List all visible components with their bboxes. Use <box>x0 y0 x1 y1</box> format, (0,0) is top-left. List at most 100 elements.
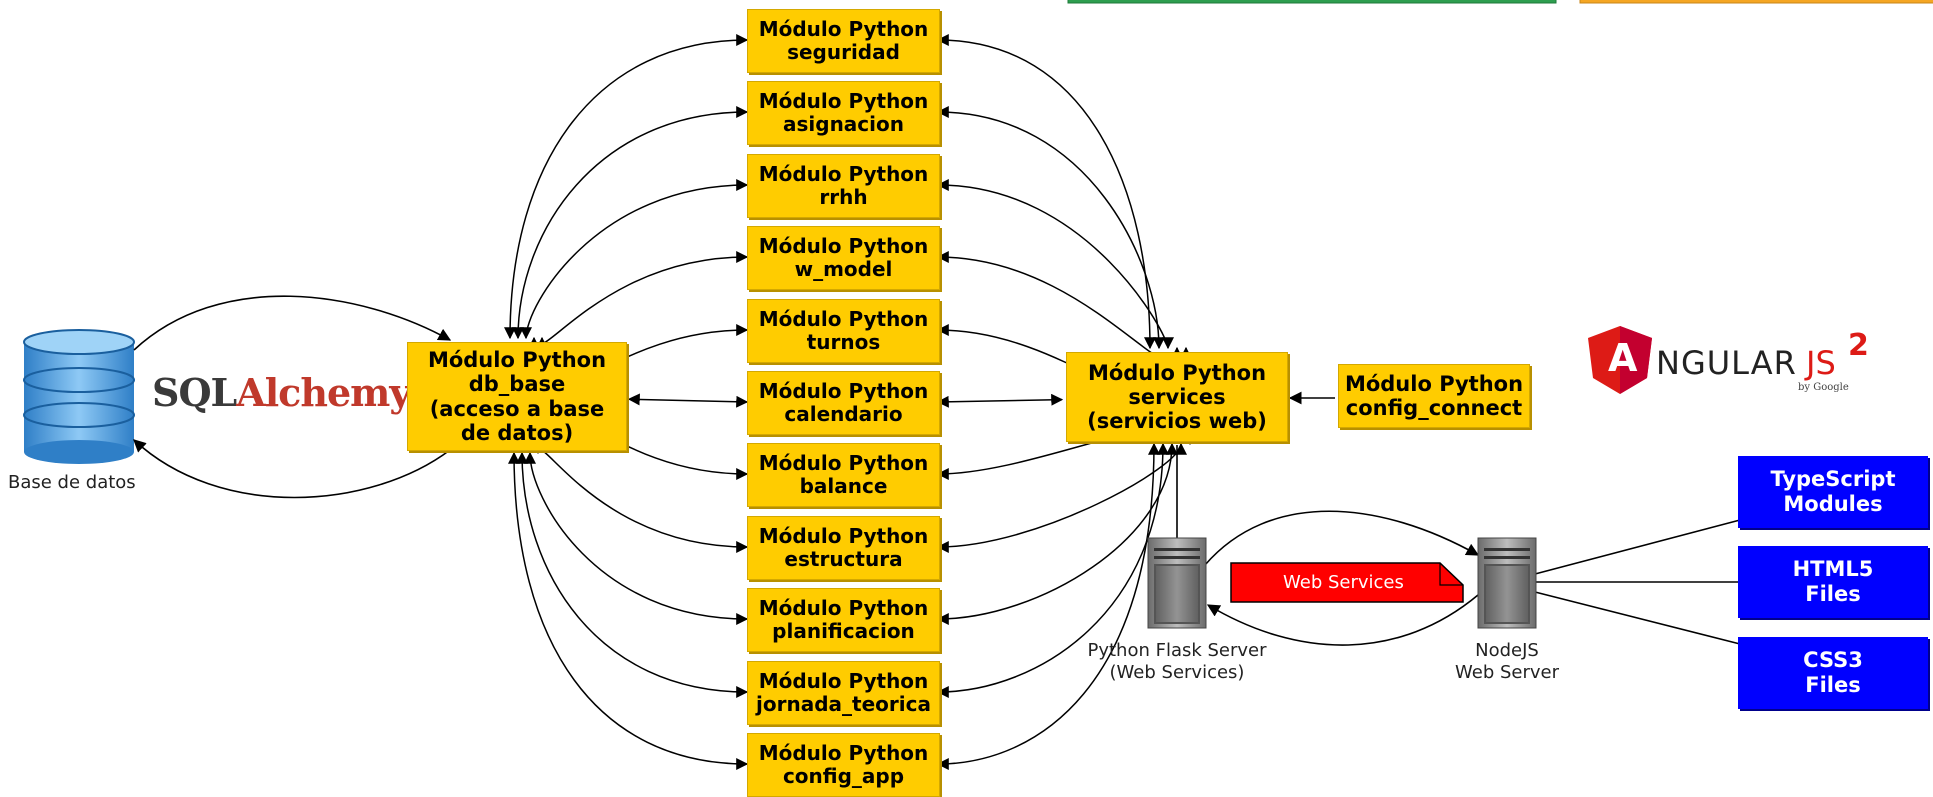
module-title: Módulo Python <box>758 17 929 41</box>
bidirectional-arrow <box>936 179 1174 350</box>
sqlalchemy-logo-part1: SQL <box>152 370 237 415</box>
bidirectional-arrow <box>627 393 749 408</box>
bidirectional-arrow <box>936 34 1156 350</box>
module-name: config_connect <box>1345 396 1523 420</box>
bidirectional-arrow <box>516 451 749 698</box>
frontend-file-kind: Files <box>1805 673 1861 697</box>
angular-shield-icon <box>1588 326 1652 394</box>
frontend-file-kind: Files <box>1805 582 1861 606</box>
flask-server-label-line1: Python Flask Server <box>1087 640 1267 661</box>
nodejs-server-label: NodeJS Web Server <box>1407 640 1607 683</box>
db-to-dbbase-arrow <box>133 295 452 351</box>
flask-server-label: Python Flask Server (Web Services) <box>1077 640 1277 683</box>
bidirectional-arrow <box>936 442 1178 625</box>
module-subtitle: (acceso a base <box>429 396 605 421</box>
dbbase-to-db-arrow <box>133 439 451 499</box>
module-title: Módulo Python <box>758 234 929 258</box>
module-title: Módulo Python <box>758 596 929 620</box>
nodejs-server-label-line1: NodeJS <box>1475 640 1539 661</box>
angular-logo-a: A <box>1608 336 1638 380</box>
module-title: Módulo Python <box>1344 371 1524 396</box>
module-config-connect: Módulo Python config_connect <box>1338 364 1530 428</box>
node-to-css3-line <box>1534 591 1741 645</box>
node-to-typescript-line <box>1534 519 1741 575</box>
sqlalchemy-logo: SQLAlchemy <box>152 370 411 415</box>
node-to-flask-arrow <box>1206 594 1479 646</box>
module-title: Módulo Python <box>758 451 929 475</box>
module-title: Módulo Python <box>427 348 607 373</box>
module-name: config_app <box>782 764 905 788</box>
module-name: calendario <box>784 402 903 426</box>
module-subtitle-2: de datos) <box>460 420 574 445</box>
flask-server-icon <box>1147 537 1207 629</box>
module-name: db_base <box>468 372 566 397</box>
module-name: balance <box>799 474 888 498</box>
bidirectional-arrow <box>512 106 749 340</box>
top-bar-orange <box>1579 0 1933 4</box>
module-title: Módulo Python <box>758 524 929 548</box>
module-title: Módulo Python <box>758 741 929 765</box>
bidirectional-arrow <box>508 451 749 770</box>
sqlalchemy-logo-part2: Alchemy <box>236 370 411 415</box>
module-title: Módulo Python <box>758 379 929 403</box>
module-name: turnos <box>806 330 881 354</box>
module-name: w_model <box>794 257 893 281</box>
frontend-file-kind: Modules <box>1783 492 1883 516</box>
frontend-file-title: CSS3 <box>1803 647 1863 672</box>
bidirectional-arrow <box>532 442 749 553</box>
module-subtitle: (servicios web) <box>1087 409 1267 434</box>
module-name: asignacion <box>783 112 904 136</box>
module-name: rrhh <box>819 185 868 209</box>
angular-logo-by-google: by Google <box>1798 382 1849 393</box>
frontend-file-title: HTML5 <box>1792 556 1874 581</box>
database-icon <box>23 329 135 464</box>
angular-logo-ngular: NGULAR <box>1656 344 1797 382</box>
flask-to-node-arrow <box>1204 510 1480 566</box>
angular-logo-js: JS <box>1806 344 1836 382</box>
angularjs-logo: A NGULAR JS 2 by Google <box>1600 328 1900 400</box>
module-name: estructura <box>784 547 903 571</box>
module-title: Módulo Python <box>758 307 929 331</box>
module-title: Módulo Python <box>758 162 929 186</box>
module-name: planificacion <box>772 619 915 643</box>
bidirectional-arrow <box>936 442 1187 553</box>
module-title: Módulo Python <box>758 89 929 113</box>
module-services: Módulo Python services (servicios web) <box>1066 352 1288 442</box>
module-title: Módulo Python <box>758 669 929 693</box>
bidirectional-arrow <box>504 34 749 340</box>
angular-logo-version: 2 <box>1848 328 1869 363</box>
module-name: seguridad <box>787 40 900 64</box>
bidirectional-arrow <box>936 442 1160 770</box>
flask-server-label-line2: (Web Services) <box>1109 661 1245 683</box>
module-name: jornada_teorica <box>756 692 931 716</box>
nodejs-server-icon <box>1477 537 1537 629</box>
bidirectional-arrow <box>936 251 1183 363</box>
database-label: Base de datos <box>8 472 136 493</box>
module-name: services <box>1128 384 1226 409</box>
web-services-flag <box>1230 562 1464 603</box>
module-db-base: Módulo Python db_base (acceso a base de … <box>407 342 627 451</box>
web-services-label: Web Services <box>1283 572 1404 593</box>
nodejs-server-label-line2: Web Server <box>1455 661 1559 683</box>
bidirectional-arrow <box>524 451 749 625</box>
frontend-file-title: TypeScript <box>1770 466 1896 491</box>
bidirectional-arrow <box>936 393 1064 408</box>
web-services-flag-fold <box>1439 563 1463 586</box>
top-bar-green <box>1067 0 1557 4</box>
module-title: Módulo Python <box>1087 360 1267 385</box>
